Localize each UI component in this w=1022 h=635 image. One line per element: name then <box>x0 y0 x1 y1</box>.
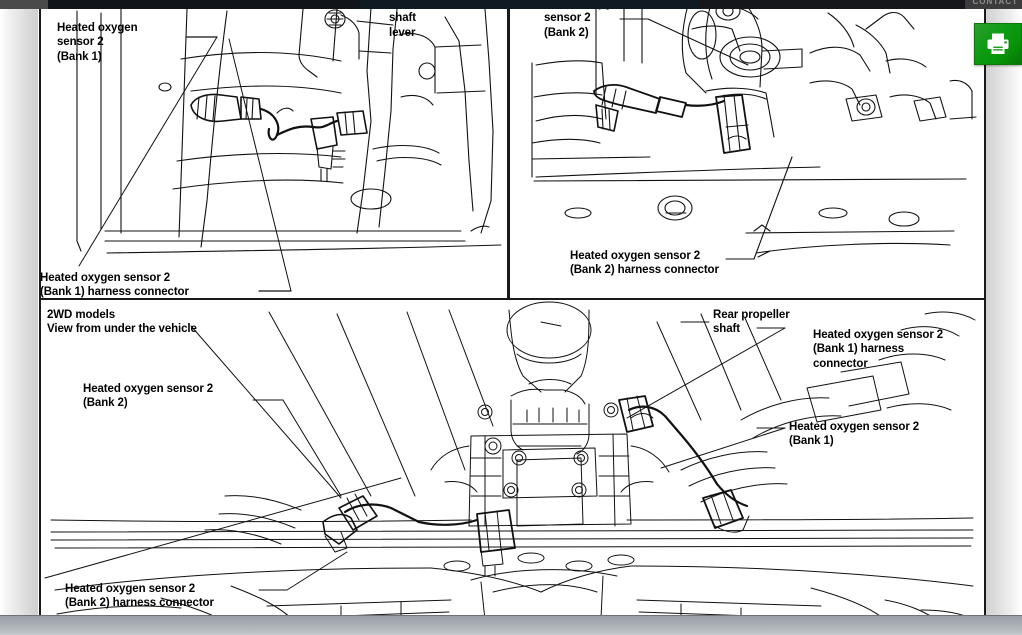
label-bank-1-harness-connector: Heated oxygen sensor 2 (Bank 1) harness … <box>40 272 189 299</box>
site-top-navbar: CONTACT <box>0 0 1022 9</box>
label-rear-propeller-shaft: Rear propeller shaft <box>713 309 790 336</box>
label-bottom-bank-1-sensor: Heated oxygen sensor 2 (Bank 1) <box>789 421 920 448</box>
label-2wd-models-view: 2WD models View from under the vehicle <box>47 309 197 336</box>
diagram-artwork-bottom <box>44 301 976 625</box>
print-button[interactable] <box>974 23 1022 65</box>
label-bottom-bank-2-sensor: Heated oxygen sensor 2 (Bank 2) <box>83 383 214 410</box>
figure-panel-bottom: 2WD models View from under the vehicle H… <box>39 298 986 627</box>
label-bottom-bank-1-harness-connector: Heated oxygen sensor 2 (Bank 1) harness … <box>813 329 944 370</box>
figure-panel-top-left: Heated oxygen sensor 2 (Bank 1) manual s… <box>39 0 509 300</box>
nav-contact-link[interactable]: CONTACT <box>972 0 1018 6</box>
diagram-artwork-top-left <box>76 6 502 292</box>
page-gutter-right <box>984 9 1022 618</box>
label-heated-oxygen-sensor-2-bank-1: Heated oxygen sensor 2 (Bank 1) <box>57 22 138 63</box>
printer-icon <box>987 33 1009 54</box>
diagram-artwork-top-right <box>531 1 977 260</box>
page-gutter-left <box>0 9 38 618</box>
figure-panel-top-right: Heated oxygen sensor 2 (Bank 2) shaft He… <box>508 0 986 300</box>
label-bank-2-harness-connector: Heated oxygen sensor 2 (Bank 2) harness … <box>570 250 719 277</box>
browser-bottom-bar <box>0 615 1022 635</box>
label-bottom-bank-2-harness-connector: Heated oxygen sensor 2 (Bank 2) harness … <box>65 583 214 610</box>
document-sheet: Heated oxygen sensor 2 (Bank 1) manual s… <box>38 0 986 627</box>
